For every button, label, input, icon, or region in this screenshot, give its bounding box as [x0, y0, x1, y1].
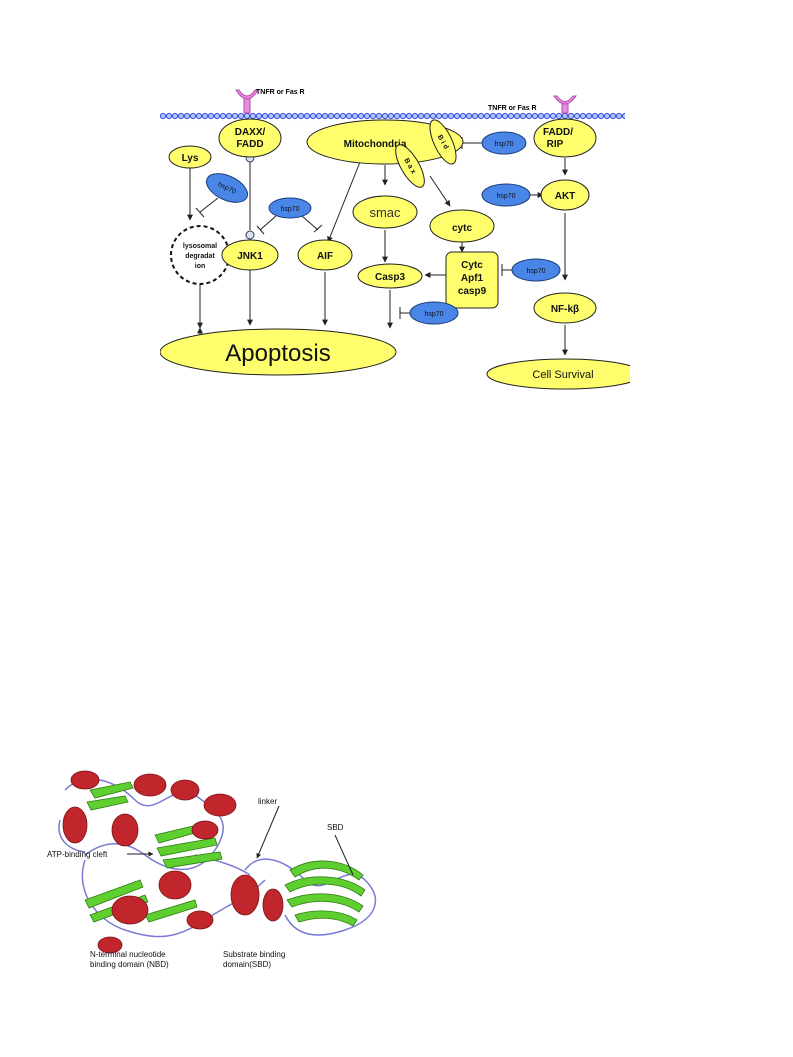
node-jnk1: JNK1 [221, 239, 279, 271]
hsp70-node: hsp70 [481, 183, 531, 207]
hsp70-node: hsp70 [511, 258, 561, 282]
beta-sheets [84, 781, 366, 927]
svg-text:hsp70: hsp70 [280, 206, 299, 213]
svg-text:FADD: FADD [236, 139, 263, 150]
node-bax: B a x [395, 144, 425, 188]
label-linker: linker [258, 797, 277, 806]
svg-text:hsp70: hsp70 [494, 141, 513, 148]
node-fadd-rip: FADD/ RIP [533, 118, 597, 158]
receptor-left-icon [235, 89, 259, 114]
svg-text:Lys: Lys [182, 153, 199, 164]
svg-text:hsp70: hsp70 [526, 268, 545, 275]
node-smac: smac [352, 195, 418, 229]
node-cell-survival: Cell Survival [486, 358, 630, 390]
svg-text:hsp70: hsp70 [424, 311, 443, 318]
svg-text:Apoptosis: Apoptosis [225, 340, 330, 367]
receptor-left-label: TNFR or Fas R [256, 89, 305, 96]
node-aif: AIF [297, 239, 353, 271]
svg-text:Cytc: Cytc [461, 260, 483, 271]
label-sbd: SBD [327, 823, 344, 832]
node-cytc: cytc [429, 209, 495, 243]
node-lysosomal-degradation: lysosomal degradat ion [170, 225, 230, 285]
label-atp-binding-cleft: ATP-binding cleft [47, 850, 108, 859]
cell-membrane [160, 112, 625, 121]
svg-text:degradat: degradat [185, 253, 215, 260]
label-nbd-line2: binding domain (NBD) [90, 960, 169, 969]
svg-text:smac: smac [369, 205, 401, 220]
svg-text:Mitochondria: Mitochondria [344, 139, 407, 150]
svg-text:NF-kβ: NF-kβ [551, 304, 579, 315]
svg-text:casp9: casp9 [458, 286, 487, 297]
svg-text:JNK1: JNK1 [237, 251, 263, 262]
node-bid: B i d [429, 119, 457, 165]
node-akt: AKT [540, 179, 590, 211]
node-daxx-fadd: DAXX/ FADD [218, 118, 282, 158]
alpha-helices [62, 770, 284, 954]
svg-text:Casp3: Casp3 [375, 272, 405, 283]
node-apoptosis: Apoptosis [160, 328, 397, 376]
hsp70-node: hsp70 [268, 197, 312, 219]
label-nbd-line1: N-terminal nucleotide [90, 950, 166, 959]
label-sbd-full-line1: Substrate binding [223, 950, 285, 959]
hsp70-node: hsp70 [481, 131, 527, 155]
svg-text:Cell Survival: Cell Survival [532, 369, 593, 381]
svg-text:cytc: cytc [452, 223, 472, 234]
label-sbd-full-line2: domain(SBD) [223, 960, 271, 969]
node-apoptosome: Cytc Apf1 casp9 [445, 251, 499, 309]
svg-text:RIP: RIP [547, 139, 564, 150]
hsp70-structure-figure: linker SBD ATP-binding cleft N-terminal … [45, 760, 385, 980]
svg-text:ion: ion [195, 263, 206, 270]
svg-text:AKT: AKT [555, 191, 576, 202]
node-nfkb: NF-kβ [533, 292, 597, 324]
svg-text:Apf1: Apf1 [461, 273, 484, 284]
svg-text:DAXX/: DAXX/ [235, 127, 266, 138]
svg-text:FADD/: FADD/ [543, 127, 573, 138]
svg-text:AIF: AIF [317, 251, 333, 262]
receptor-right-icon [553, 95, 577, 114]
hsp70-node: hsp70 [409, 301, 459, 325]
apoptosis-pathway-diagram: TNFR or Fas R TNFR or Fas R DAXX/ FADD M… [160, 80, 630, 400]
receptor-right-label: TNFR or Fas R [488, 105, 537, 112]
svg-text:hsp70: hsp70 [496, 193, 515, 200]
node-lys: Lys [168, 145, 212, 169]
node-casp3: Casp3 [357, 263, 423, 289]
hsp70-node: hsp70 [205, 173, 249, 203]
svg-text:lysosomal: lysosomal [183, 243, 217, 250]
node-mitochondria: Mitochondria [306, 119, 464, 165]
